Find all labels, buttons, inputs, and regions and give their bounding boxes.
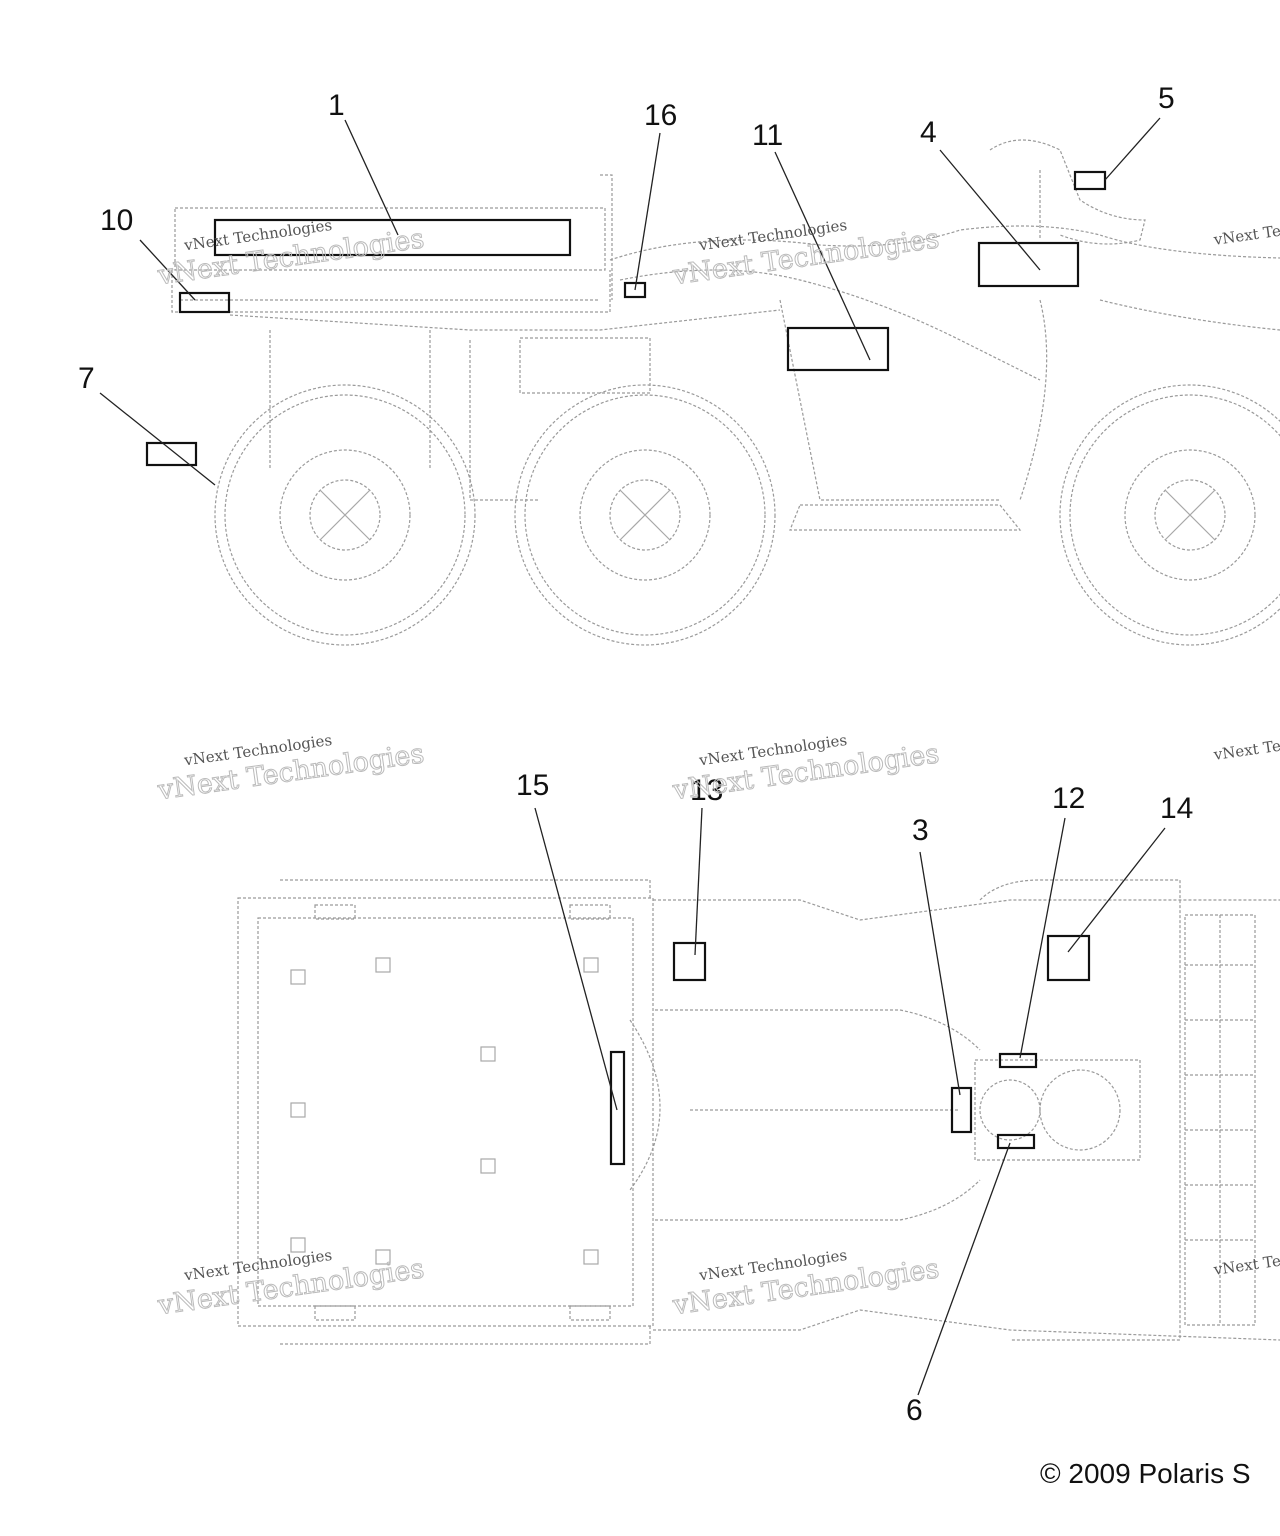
decal-15-box [609, 1050, 626, 1166]
callout-4: 4 [920, 116, 937, 149]
decal-6-box [996, 1133, 1036, 1150]
callout-11: 11 [752, 119, 783, 152]
decal-16-box [623, 281, 647, 299]
decal-4-box [977, 241, 1080, 288]
callout-1: 1 [328, 89, 345, 122]
callout-12: 12 [1052, 782, 1085, 815]
watermark-small-edge: vNext Technologies [1212, 725, 1280, 764]
callout-numbers: 1 16 11 4 5 10 7 15 13 3 12 14 6 [78, 82, 1193, 1427]
callout-7: 7 [78, 362, 95, 395]
decal-12-box [998, 1052, 1038, 1069]
callout-6: 6 [906, 1394, 923, 1427]
callout-5: 5 [1158, 82, 1175, 115]
top-view [237, 807, 1280, 1396]
watermark-small-edge: vNext Technologies [1212, 210, 1280, 249]
decal-5-box [1073, 170, 1107, 191]
decal-1-box [213, 218, 572, 257]
decal-13-box [672, 941, 707, 982]
callout-15: 15 [516, 769, 549, 802]
decal-11-box [786, 326, 890, 372]
callout-10: 10 [100, 204, 133, 237]
front-wheel [1059, 384, 1280, 646]
bed-bolts [290, 957, 599, 1265]
decal-14-box [1046, 934, 1091, 982]
watermarks: vNext Technologies vNext Technologies vN… [155, 210, 1280, 1322]
copyright-text: © 2009 Polaris S [1040, 1458, 1251, 1489]
side-view [99, 117, 1280, 646]
decal-3-box [950, 1086, 973, 1134]
callout-16: 16 [644, 99, 677, 132]
decal-7-box [145, 441, 198, 467]
front-rack [1184, 914, 1256, 1326]
rear-wheel-1 [214, 384, 476, 646]
callout-3: 3 [912, 814, 929, 847]
rear-wheel-2 [514, 384, 776, 646]
watermark-small-edge: vNext Technologies [1212, 1240, 1280, 1279]
decal-10-box [178, 291, 231, 314]
callout-14: 14 [1160, 792, 1193, 825]
callout-13: 13 [690, 774, 723, 807]
